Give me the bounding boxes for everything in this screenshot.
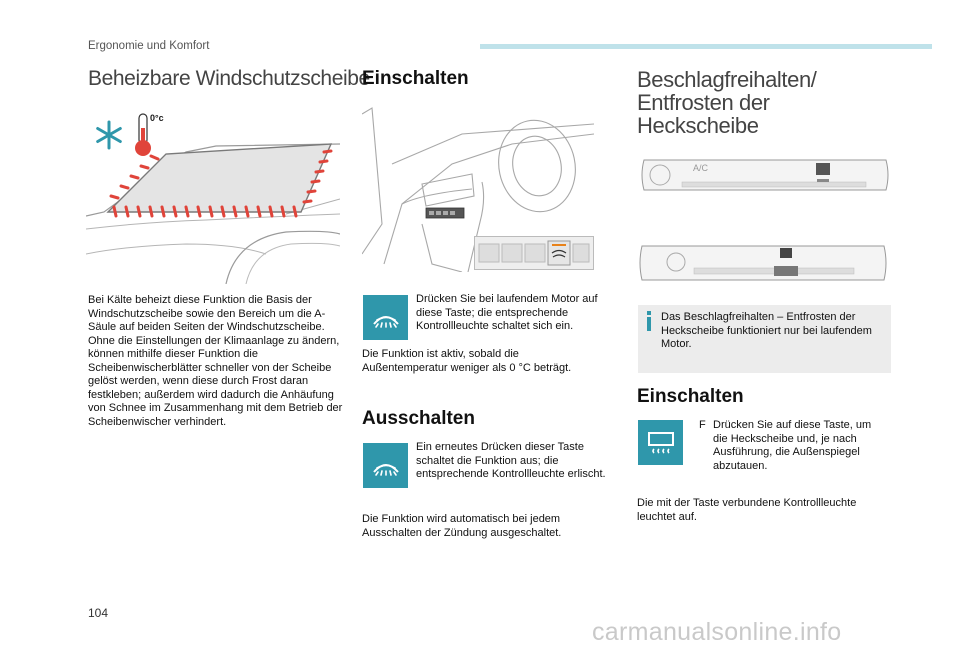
header-accent-bar bbox=[480, 44, 932, 49]
info-icon bbox=[646, 311, 652, 331]
temperature-label: 0°c bbox=[150, 113, 164, 123]
bullet: F bbox=[699, 419, 706, 431]
title-switch-on: Einschalten bbox=[362, 68, 469, 89]
title-rear-switch-on: Einschalten bbox=[637, 386, 744, 407]
rear-switch-on-instruction: Drücken Sie auf diese Taste, um die Heck… bbox=[713, 419, 872, 472]
switch-on-instruction: Drücken Sie bei laufendem Motor auf dies… bbox=[416, 293, 598, 332]
snowflake-icon bbox=[94, 120, 124, 150]
title-rear-screen-demist: Beschlagfreihalten/ Entfrosten der Hecks… bbox=[637, 67, 817, 138]
rear-demist-button-tile bbox=[638, 420, 683, 465]
control-panel-1 bbox=[640, 154, 890, 196]
windscreen-heat-off-tile bbox=[363, 443, 408, 488]
ac-label: A/C bbox=[693, 163, 709, 173]
thermometer-icon bbox=[134, 112, 152, 158]
control-panel-2 bbox=[638, 240, 888, 286]
rear-switch-on-note: Die mit der Taste verbundene Kontrollleu… bbox=[637, 497, 857, 523]
switch-off-instruction: Ein erneutes Drücken dieser Taste schalt… bbox=[416, 441, 606, 480]
info-note: Das Beschlagfreihalten – Entfrosten der … bbox=[661, 311, 872, 350]
windscreen-heat-button-tile bbox=[363, 295, 408, 340]
info-box bbox=[638, 305, 891, 373]
button-panel-zoom bbox=[474, 236, 594, 270]
switch-on-note: Die Funktion ist aktiv, sobald die Außen… bbox=[362, 348, 572, 374]
title-switch-off: Ausschalten bbox=[362, 408, 475, 429]
windscreen-heat-icon bbox=[372, 315, 399, 328]
watermark: carmanualsonline.info bbox=[592, 618, 842, 646]
title-heated-windscreen: Beheizbare Windschutzscheibe bbox=[88, 67, 370, 90]
section-header: Ergonomie und Komfort bbox=[88, 40, 210, 52]
rear-demist-icon bbox=[647, 431, 674, 454]
heated-windscreen-description: Bei Kälte beheizt diese Funktion die Bas… bbox=[88, 294, 343, 428]
switch-off-note: Die Funktion wird automatisch bei jedem … bbox=[362, 513, 562, 539]
windscreen-heat-icon bbox=[372, 463, 399, 476]
windscreen-illustration bbox=[85, 104, 341, 285]
page-number: 104 bbox=[88, 606, 109, 620]
